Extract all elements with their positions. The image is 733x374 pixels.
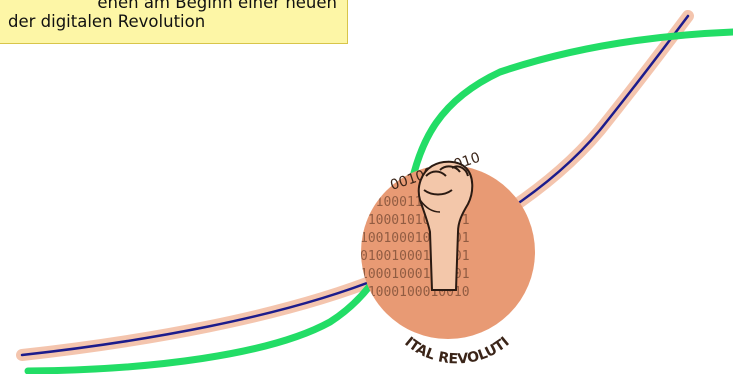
badge-arc-textpath: ITAL REVOLUTI	[401, 334, 512, 367]
digital-revolution-badge: 10100011000100 01000101001001 1001000101…	[360, 150, 535, 368]
badge-arc-text: ITAL REVOLUTI	[401, 334, 512, 367]
